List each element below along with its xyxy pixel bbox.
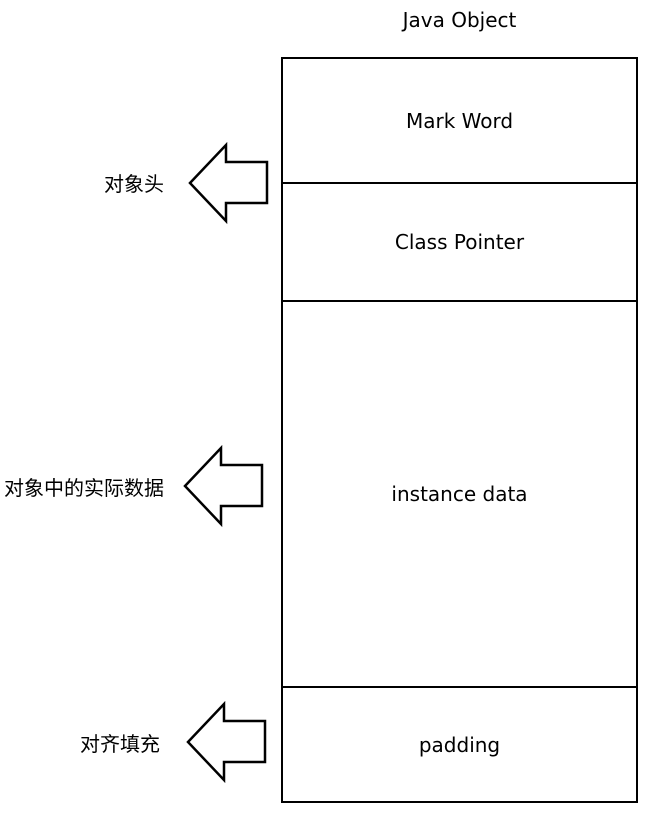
diagram-title: Java Object [402,8,517,32]
arrow-left-icon [183,444,264,528]
arrow-left-icon [186,700,267,784]
label-padding: 对齐填充 [80,732,160,756]
java-object-box: Mark Word Class Pointer instance data pa… [281,57,638,803]
arrow-left-icon [188,141,269,225]
section-padding: padding [418,732,501,757]
label-instance-data: 对象中的实际数据 [4,476,164,500]
section-class-pointer: Class Pointer [283,184,636,302]
label-header: 对象头 [104,172,164,196]
section-instance-data: instance data [283,302,636,688]
section-mark-word: Mark Word [283,59,636,184]
